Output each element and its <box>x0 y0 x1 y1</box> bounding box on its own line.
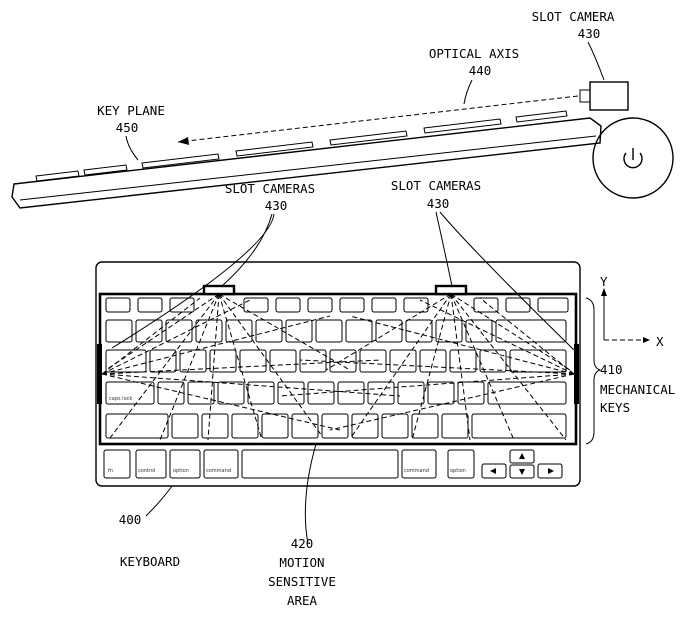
optical-axis-label: OPTICAL AXIS <box>429 46 519 61</box>
keyboard-label: KEYBOARD <box>120 554 180 569</box>
slot-camera-top-right <box>436 286 466 294</box>
slot-cameras-right-label: SLOT CAMERAS <box>391 178 481 193</box>
leader-slot-camera <box>588 42 604 80</box>
mechanical-keys-bracket <box>586 298 600 444</box>
mechanical-keys-label-line1: MECHANICAL <box>600 382 675 397</box>
slot-camera-side <box>590 82 628 110</box>
slot-camera-number: 430 <box>578 26 601 41</box>
slot-cameras-right-number: 430 <box>427 196 450 211</box>
command-right-legend: command <box>404 468 429 474</box>
camera-lens <box>580 90 590 102</box>
keyboard-top-view: caps lock <box>96 262 580 486</box>
slot-camera-top-left <box>204 286 234 294</box>
slot-camera-label: SLOT CAMERA <box>532 9 615 24</box>
coordinate-axes: Y X <box>600 274 664 349</box>
motion-area-label-line3: AREA <box>287 593 318 608</box>
optical-axis-number: 440 <box>469 63 492 78</box>
key-plane-number: 450 <box>116 120 139 135</box>
control-legend: control <box>138 468 155 474</box>
power-icon <box>624 148 642 168</box>
keyboard-side-view <box>12 82 673 208</box>
slot-cameras-left-label: SLOT CAMERAS <box>225 181 315 196</box>
modifier-key-row: fn control option command command option <box>104 450 562 478</box>
bottom-letter-key-row <box>106 414 566 438</box>
keyboard-number: 400 <box>119 512 142 527</box>
option-right-legend: option <box>450 468 466 474</box>
mechanical-keys-label-line2: KEYS <box>600 400 630 415</box>
function-key-row <box>106 298 568 312</box>
leader-key-plane <box>126 136 138 160</box>
axis-y-label: Y <box>600 274 608 289</box>
axis-x-label: X <box>656 334 664 349</box>
command-left-legend: command <box>206 468 231 474</box>
motion-area-label-line2: SENSITIVE <box>268 574 336 589</box>
leader-optical-axis <box>464 80 472 104</box>
caps-lock-legend: caps lock <box>109 396 132 402</box>
slot-cameras-left-number: 430 <box>265 198 288 213</box>
motion-area-number: 420 <box>291 536 314 551</box>
option-left-legend: option <box>173 468 189 474</box>
key-plane-label: KEY PLANE <box>97 103 165 118</box>
spacebar <box>242 450 398 478</box>
left-side-slot-camera <box>97 344 102 404</box>
fn-legend: fn <box>108 468 113 474</box>
right-side-slot-camera <box>574 344 579 404</box>
mechanical-keys-number: 410 <box>600 362 623 377</box>
qwerty-key-row <box>106 350 566 372</box>
leader-slot-cameras-left-a <box>222 214 272 286</box>
motion-area-label-line1: MOTION <box>279 555 324 570</box>
optical-axis-arrowhead <box>178 137 189 145</box>
leader-keyboard <box>146 486 172 516</box>
